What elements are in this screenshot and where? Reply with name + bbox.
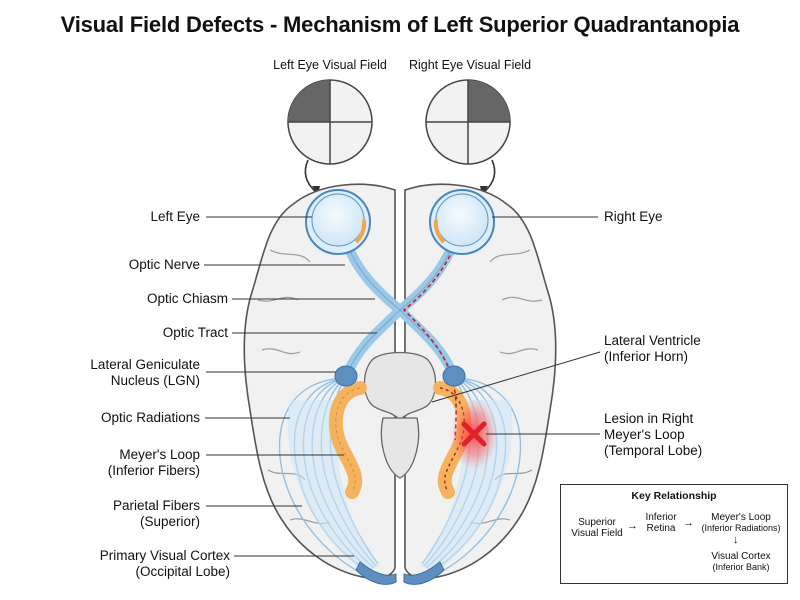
label-optic-chiasm: Optic Chiasm — [146, 291, 228, 306]
key-arrow-2-icon: → — [683, 517, 694, 529]
brainstem — [380, 417, 420, 479]
right-field-defect-quadrant — [468, 80, 510, 122]
key-title: Key Relationship — [631, 490, 717, 502]
label-lateral-ventricle: Lateral Ventricle (Inferior Horn) — [604, 333, 701, 364]
left-visual-field — [287, 79, 373, 165]
label-optic-nerve: Optic Nerve — [128, 257, 200, 272]
key-arrow-down-icon: ↓ — [733, 534, 739, 546]
label-lesion: Lesion in Right Meyer's Loop (Temporal L… — [604, 411, 703, 458]
left-field-defect-quadrant — [288, 80, 330, 122]
midbrain — [363, 351, 437, 421]
label-lgn: Lateral Geniculate Nucleus (LGN) — [90, 357, 200, 388]
affected-fiber-path — [402, 235, 459, 441]
key-relationship-box: Key Relationship Superior Visual Field →… — [560, 484, 788, 584]
left-leader-lines — [204, 216, 377, 557]
label-optic-tract: Optic Tract — [162, 325, 228, 340]
label-meyers-loop: Meyer's Loop (Inferior Fibers) — [107, 447, 200, 478]
key-meyers-loop: Meyer's Loop (Inferior Radiations) — [701, 512, 781, 533]
right-lgn — [442, 365, 466, 387]
key-inferior-retina: Inferior Retina — [645, 512, 677, 534]
right-field-title: Right Eye Visual Field — [408, 58, 532, 72]
label-visual-cortex: Primary Visual Cortex (Occipital Lobe) — [99, 548, 230, 579]
label-parietal-fibers: Parietal Fibers (Superior) — [112, 498, 200, 529]
left-field-title: Left Eye Visual Field — [273, 58, 387, 72]
right-visual-field — [425, 79, 511, 165]
label-optic-radiations: Optic Radiations — [100, 410, 200, 425]
label-left-eye: Left Eye — [150, 209, 200, 224]
page-title: Visual Field Defects - Mechanism of Left… — [60, 12, 740, 37]
right-field-arrow — [483, 159, 496, 193]
right-leader-lines — [431, 216, 601, 435]
right-visual-cortex — [403, 561, 445, 585]
left-lgn — [334, 365, 358, 387]
label-right-eye: Right Eye — [604, 209, 663, 224]
key-arrow-1-icon: → — [627, 520, 638, 532]
right-eye — [429, 189, 495, 255]
lesion-marker — [450, 398, 498, 470]
key-superior-visual-field: Superior Visual Field — [571, 517, 623, 539]
left-field-arrow — [304, 159, 317, 193]
left-eye — [305, 189, 371, 255]
key-visual-cortex: Visual Cortex (Inferior Bank) — [711, 551, 771, 572]
left-visual-cortex — [355, 561, 397, 585]
